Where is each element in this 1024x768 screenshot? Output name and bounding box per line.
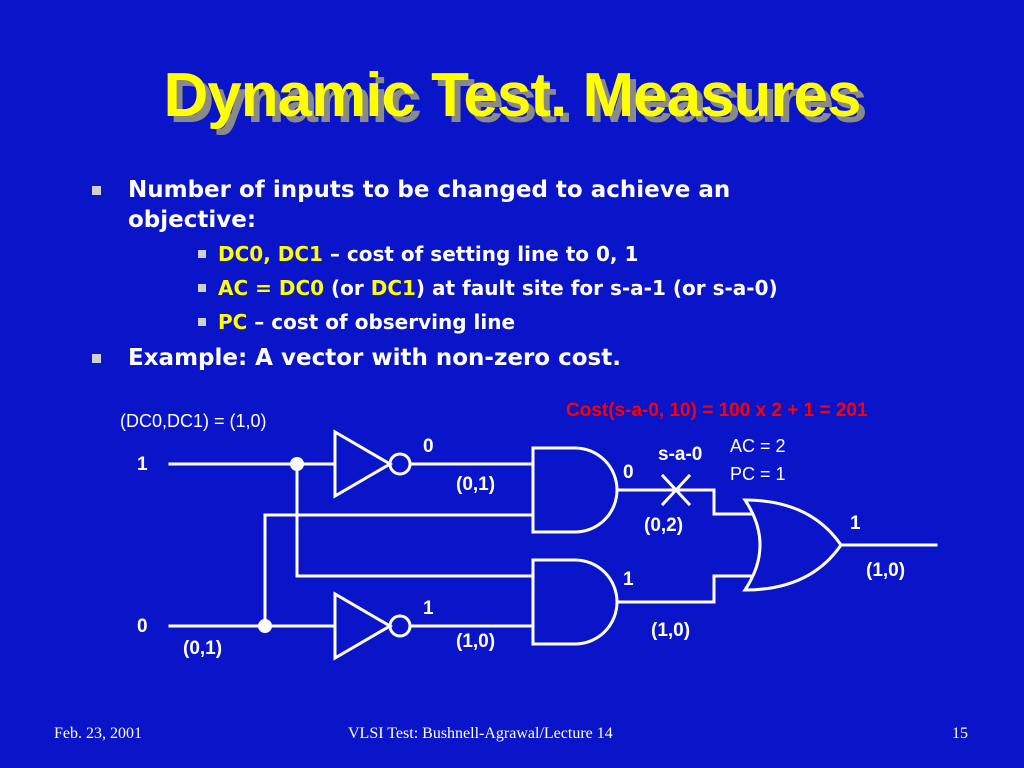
sub-bullet-dc: DC0, DC1 – cost of setting line to 0, 1 <box>198 242 639 266</box>
and2-out-cost: (1,0) <box>651 620 690 641</box>
and2-out-value: 1 <box>623 569 634 590</box>
and-gate-2 <box>531 558 619 646</box>
inv1-out-value: 0 <box>423 436 434 457</box>
inverter-1-bubble <box>388 452 412 476</box>
input-b-value: 0 <box>137 616 148 637</box>
sub-bullet-text: (or <box>324 276 371 300</box>
inverter-2-bubble <box>388 614 412 638</box>
fault-x-icon <box>660 473 692 507</box>
bullet-list: Number of inputs to be changed to achiev… <box>0 0 1024 380</box>
footer-page-number: 15 <box>952 725 968 742</box>
sub-bullet-text: – cost of observing line <box>247 310 516 334</box>
bullet-text-line: Example: A vector with non-zero cost. <box>128 345 621 371</box>
and1-out-value: 0 <box>623 462 634 483</box>
bullet-example: Example: A vector with non-zero cost. <box>92 343 621 373</box>
or-out-value: 1 <box>850 513 861 534</box>
and1-out-cost: (0,2) <box>644 515 683 536</box>
ac-label: AC = 2 <box>730 436 786 456</box>
term-dc: DC0, DC1 <box>218 242 323 266</box>
square-bullet-icon <box>92 186 101 195</box>
wire-and1-to-or <box>615 488 754 516</box>
sub-bullet-ac: AC = DC0 (or DC1) at fault site for s-a-… <box>198 276 778 300</box>
input-a-cost-label: (DC0,DC1) = (1,0) <box>120 411 267 431</box>
sub-bullet-text: ) at fault site for s-a-1 (or s-a-0) <box>415 276 778 300</box>
sub-bullet-pc: PC – cost of observing line <box>198 310 516 334</box>
term-dc1: DC1 <box>370 276 416 300</box>
or-gate <box>742 498 843 592</box>
slide-title: Dynamic Test. Measures <box>163 61 861 130</box>
bullet-inputs: Number of inputs to be changed to achiev… <box>92 175 731 235</box>
input-a-value: 1 <box>137 454 148 475</box>
junction-dot-b <box>258 619 272 633</box>
inv1-out-cost: (0,1) <box>456 474 495 495</box>
square-bullet-icon <box>198 284 206 292</box>
fault-label: s-a-0 <box>658 444 702 465</box>
inverter-2 <box>333 591 393 661</box>
wire-and2-to-or <box>615 574 754 604</box>
inverter-1 <box>333 429 393 499</box>
sub-bullet-text: – cost of setting line to 0, 1 <box>322 242 639 266</box>
junction-dot-a <box>290 457 304 471</box>
footer-date: Feb. 23, 2001 <box>54 725 142 742</box>
and-gate-1 <box>531 446 619 534</box>
square-bullet-icon <box>198 318 206 326</box>
footer-course: VLSI Test: Bushnell-Agrawal/Lecture 14 <box>348 725 613 742</box>
input-b-cost: (0,1) <box>183 638 222 659</box>
pc-label: PC = 1 <box>730 464 786 484</box>
square-bullet-icon <box>92 354 101 363</box>
cost-formula: Cost(s-a-0, 10) = 100 x 2 + 1 = 201 <box>566 400 868 421</box>
inv2-out-cost: (1,0) <box>456 631 495 652</box>
or-out-cost: (1,0) <box>866 560 905 581</box>
bullet-text-line: objective: <box>128 207 257 233</box>
term-ac: AC = DC0 <box>218 276 325 300</box>
bullet-text-line: Number of inputs to be changed to achiev… <box>128 177 731 203</box>
term-pc: PC <box>218 310 248 334</box>
square-bullet-icon <box>198 250 206 258</box>
inv2-out-value: 1 <box>423 598 434 619</box>
